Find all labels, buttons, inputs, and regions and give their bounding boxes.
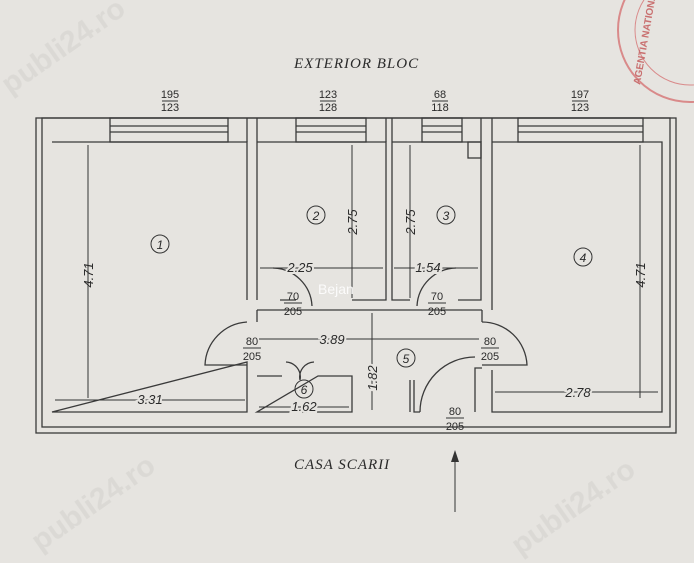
overlay-name: Bejan xyxy=(318,281,354,297)
dimension-lines: 4.71 3.31 2.75 2.25 2.75 1.54 4.71 2.78 … xyxy=(55,145,658,416)
room-5-label: 5 xyxy=(403,352,410,366)
window-3 xyxy=(421,117,463,143)
label: 123 xyxy=(571,102,589,114)
label: 2.78 xyxy=(564,385,591,400)
watermark: publi24.ro xyxy=(25,448,161,557)
room-2-label: 2 xyxy=(312,209,320,223)
label: 205 xyxy=(428,306,446,318)
label: 80 xyxy=(246,336,258,348)
label: 205 xyxy=(481,351,499,363)
stamp: AGENTIA NATIONALA xyxy=(617,0,694,103)
room-labels: 1 2 3 4 5 6 xyxy=(150,205,593,399)
window-4 xyxy=(517,117,644,143)
watermark: publi24.ro xyxy=(0,0,131,101)
label: 70 xyxy=(287,291,299,303)
label: 80 xyxy=(484,336,496,348)
label: 197 xyxy=(571,89,589,101)
room-4-label: 4 xyxy=(580,251,587,265)
label: 205 xyxy=(446,421,464,433)
label: 2.25 xyxy=(286,260,313,275)
label: 68 xyxy=(434,89,446,101)
label: 2.75 xyxy=(403,209,418,236)
label: 80 xyxy=(449,406,461,418)
label: 1.62 xyxy=(291,399,317,414)
label: 128 xyxy=(319,102,337,114)
label: 205 xyxy=(243,351,261,363)
windows xyxy=(109,117,644,143)
label: 123 xyxy=(319,89,337,101)
label: 195 xyxy=(161,89,179,101)
room-1-label: 1 xyxy=(157,238,164,252)
doors xyxy=(204,267,528,512)
staircase-label: CASA SCARII xyxy=(294,457,390,473)
label: 3.31 xyxy=(137,392,162,407)
watermark: publi24.ro xyxy=(505,452,641,561)
window-1 xyxy=(109,117,229,143)
label: 70 xyxy=(431,291,443,303)
label: 4.71 xyxy=(633,262,648,287)
room-6-label: 6 xyxy=(301,383,308,397)
label: 4.71 xyxy=(81,262,96,287)
label: 3.89 xyxy=(319,332,344,347)
door-size-labels: 70 205 70 205 80 205 80 205 80 205 xyxy=(243,291,499,433)
exterior-label: EXTERIOR BLOC xyxy=(293,56,419,72)
label: 205 xyxy=(284,306,302,318)
label: 118 xyxy=(431,102,449,114)
label: 1.54 xyxy=(415,260,440,275)
room-3-label: 3 xyxy=(443,209,450,223)
label: 123 xyxy=(161,102,179,114)
entrance-arrow-icon xyxy=(451,450,459,462)
window-2 xyxy=(295,117,367,143)
label: 1.82 xyxy=(365,365,380,391)
label: 2.75 xyxy=(345,209,360,236)
